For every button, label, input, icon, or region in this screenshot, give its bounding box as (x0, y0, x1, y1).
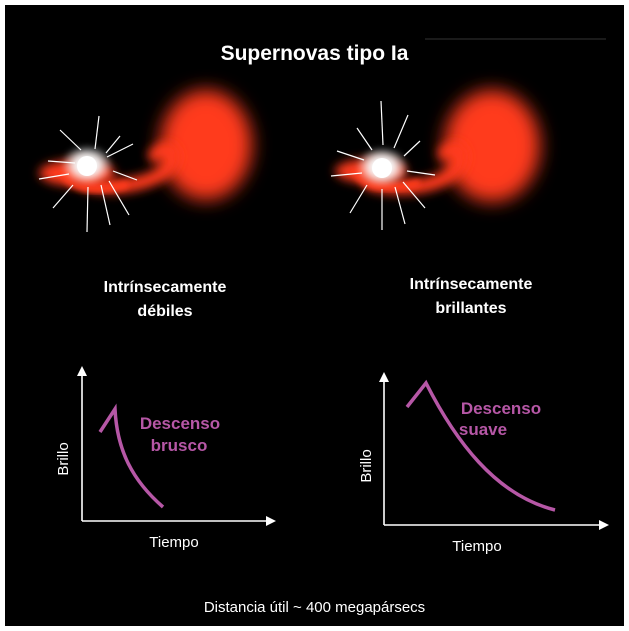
binary-system-right (330, 90, 540, 230)
curve-annotation-left-line1: Descenso (140, 414, 220, 433)
x-axis-label-right: Tiempo (452, 538, 501, 555)
label-intrinsically-bright: Intrínsecamente brillantes (371, 273, 571, 321)
companion-star-gas-left (39, 90, 252, 200)
white-dwarf-explosion-left (61, 145, 113, 185)
label-intrinsically-faint: Intrínsecamente débiles (65, 276, 265, 324)
label-left-line1: Intrínsecamente (103, 279, 227, 296)
brightness-curve-left (98, 403, 165, 509)
companion-star-gas-right (335, 90, 540, 202)
explosion-rays-left (38, 115, 138, 233)
x-axis-label-left: Tiempo (149, 534, 198, 551)
white-dwarf-explosion-right (356, 147, 408, 187)
y-axis-label-right: Brillo (358, 449, 375, 482)
explosion-rays-right (330, 100, 436, 230)
label-right-line2: brillantes (435, 300, 507, 317)
curve-annotation-left-line2: brusco (151, 436, 208, 455)
diagram-panel: Supernovas tipo Ia (5, 5, 624, 626)
y-axis-label-left: Brillo (55, 442, 72, 475)
brightness-curve-right (405, 379, 556, 512)
binary-system-left (38, 90, 252, 233)
curve-annotation-right-line2: suave (459, 420, 507, 439)
label-right-line1: Intrínsecamente (409, 276, 533, 293)
distance-caption: Distancia útil ~ 400 megapársecs (203, 599, 426, 616)
diagram-canvas: Descenso brusco Brillo Tiempo Descenso s… (38, 38, 609, 555)
light-curve-chart-right: Descenso suave Brillo Tiempo (358, 372, 609, 555)
curve-annotation-right-line1: Descenso (461, 399, 541, 418)
diagram-title: Supernovas tipo Ia (220, 42, 409, 65)
label-left-line2: débiles (137, 303, 193, 320)
light-curve-chart-left: Descenso brusco Brillo Tiempo (55, 366, 276, 551)
